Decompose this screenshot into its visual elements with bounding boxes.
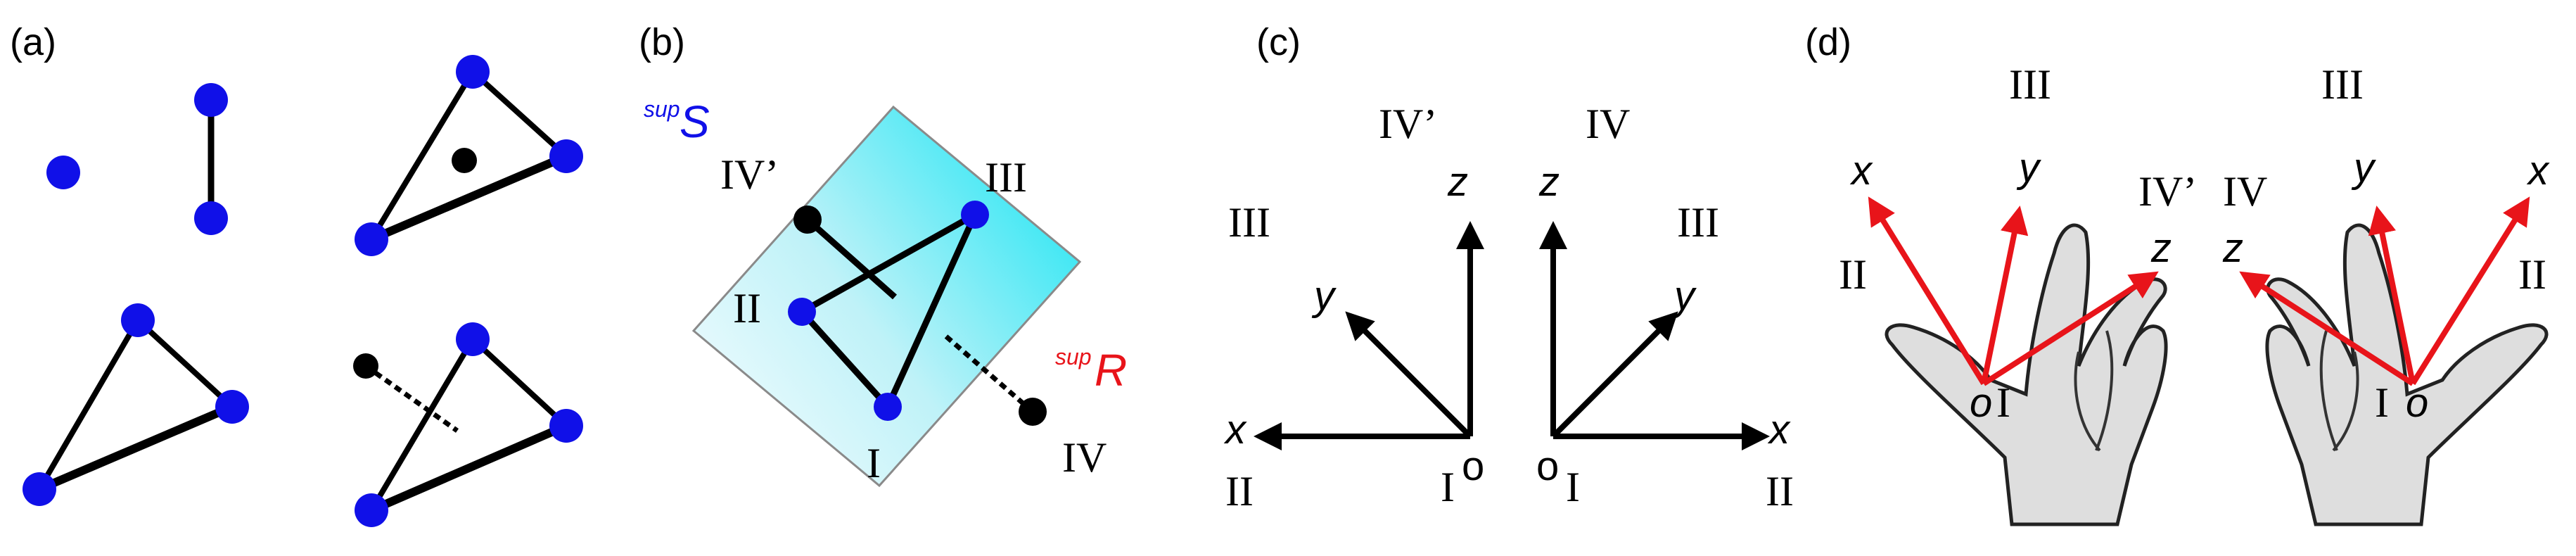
sup-r-label: sup R [1055,344,1127,396]
left-hand-IV-prime-label: IV’ [2138,168,2197,215]
right-handed-axes: z x y o I II III IV [1536,101,1794,514]
left-hand-z-arrow [1982,271,2159,386]
left-hand-y-label: y [2016,145,2041,191]
vertex-IV-prime [793,206,822,234]
edge-II-III [800,212,977,315]
svg-text:sup: sup [1055,344,1092,369]
right-x-label: x [1767,407,1791,453]
right-hand-z-label: z [2222,225,2243,271]
right-III-label: III [1677,199,1719,246]
label-I: I [867,440,881,486]
right-z-label: z [1538,159,1560,205]
left-hand-origin-label: o [1970,380,1992,426]
triangle-with-interior-point [355,55,583,256]
vertex-I [874,393,902,421]
label-III: III [985,154,1027,201]
right-y-label: y [1671,273,1697,319]
label-IV: IV [1062,434,1107,481]
right-hand-z-arrow [2239,271,2415,386]
left-hand-illustration [1885,223,2168,526]
triangle-with-external-point [353,322,583,527]
panel-b-label: (b) [639,21,685,63]
right-hand-y-label: y [2351,145,2376,191]
right-I-label: I [1566,464,1580,510]
left-x-label: x [1223,407,1247,453]
svg-text:S: S [680,96,710,147]
triangle-simplex [23,303,249,506]
panel-b: (b) sup S IV’ III II I IV sup R [639,21,1127,488]
vertex-IV [1019,398,1047,426]
right-hand: x y z o I II III IV [2222,61,2550,526]
vertex-III [961,201,989,229]
left-hand-III-label: III [2009,61,2051,108]
edge-II-I [799,309,891,410]
left-z-label: z [1447,159,1468,205]
right-hand-IV-label: IV [2223,168,2267,215]
left-hand-I-label: I [1996,379,2010,426]
left-II-label: II [1225,468,1254,514]
panel-a: (a) [10,21,583,527]
right-hand-x-label: x [2526,148,2550,194]
segment-simplex [194,83,228,235]
panel-c-label: (c) [1256,21,1301,63]
right-hand-III-label: III [2321,61,2364,108]
left-origin-label: o [1462,443,1484,489]
edge-III-I [884,213,978,408]
left-hand-x-label: x [1849,148,1873,194]
right-hand-origin-label: o [2406,380,2428,426]
right-hand-II-label: II [2518,251,2546,298]
right-IV-label: IV [1586,101,1630,147]
left-hand-z-label: z [2150,225,2172,271]
sup-s-label: sup S [644,96,710,147]
left-hand-x-arrow [1868,196,1987,386]
left-I-label: I [1441,464,1455,510]
single-vertex [46,156,80,189]
panel-a-label: (a) [10,21,56,63]
left-hand: x y z o I II III IV’ [1839,61,2197,526]
svg-text:sup: sup [644,96,680,122]
right-hand-y-arrow [2368,206,2416,384]
label-II: II [733,285,761,331]
left-y-label: y [1311,273,1337,319]
panel-d-label: (d) [1805,21,1851,63]
left-hand-y-arrow [1981,206,2029,384]
panel-d: (d) x y z o I II III IV’ x y z [1805,21,2550,526]
left-hand-II-label: II [1839,251,1867,298]
right-y-axis [1551,311,1678,438]
interior-point [452,148,477,173]
right-hand-I-label: I [2375,379,2389,426]
left-III-label: III [1228,199,1270,246]
right-origin-label: o [1536,443,1559,489]
right-hand-x-arrow [2410,196,2530,386]
external-point [353,353,378,379]
left-y-axis [1345,311,1472,438]
left-IV-prime-label: IV’ [1379,101,1437,147]
plane [691,105,1082,488]
vertex-II [788,298,816,326]
panel-c: (c) z x y o I II III IV’ z x y o I II II… [1223,21,1794,514]
right-hand-illustration [2265,223,2549,526]
edge-IV-prime [805,217,897,300]
svg-text:R: R [1095,345,1127,396]
left-handed-axes: z x y o I II III IV’ [1223,101,1484,514]
right-II-label: II [1766,468,1794,514]
label-IV-prime: IV’ [720,151,779,198]
